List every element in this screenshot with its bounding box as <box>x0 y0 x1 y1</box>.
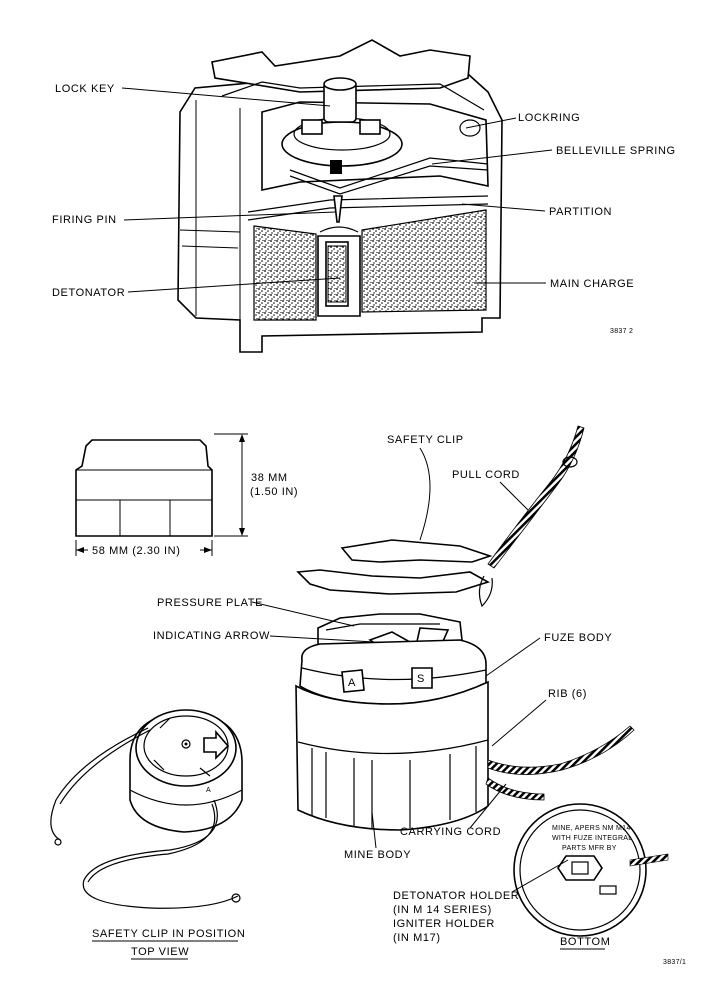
label-pressure-plate: PRESSURE PLATE <box>157 597 263 609</box>
label-rib: RIB (6) <box>548 688 587 700</box>
label-detonator: DETONATOR <box>52 287 125 299</box>
bottom-plate-line3: PARTS MFR BY <box>562 845 617 852</box>
marker-s: S <box>417 673 425 685</box>
label-safety-clip: SAFETY CLIP <box>387 434 464 446</box>
label-lock-key: LOCK KEY <box>55 83 115 95</box>
label-holder-line1: DETONATOR HOLDER <box>393 890 519 902</box>
label-lockring: LOCKRING <box>518 112 580 124</box>
main-callouts: SAFETY CLIP PULL CORD PRESSURE PLATE IND… <box>153 434 612 861</box>
label-fuze-body: FUZE BODY <box>544 632 612 644</box>
bottom-label: BOTTOM <box>560 936 610 948</box>
top-view-drawing <box>50 709 243 909</box>
label-main-charge: MAIN CHARGE <box>550 278 634 290</box>
bottom-plate-line1: MINE, APERS NM M14 <box>552 825 631 832</box>
bottom-callouts: DETONATOR HOLDER (IN M 14 SERIES) IGNITE… <box>393 859 569 944</box>
label-carrying-cord: CARRYING CORD <box>400 826 501 838</box>
label-holder-line2: (IN M 14 SERIES) <box>393 904 492 916</box>
top-view-marker-a: A <box>206 787 211 794</box>
dim-width: 58 MM (2.30 IN) <box>92 545 180 557</box>
cutaway-callouts: LOCK KEY LOCKRING BELLEVILLE SPRING FIRI… <box>52 83 676 335</box>
label-holder-line3: IGNITER HOLDER <box>393 918 495 930</box>
top-view-title-line2: TOP VIEW <box>131 946 189 958</box>
label-mine-body: MINE BODY <box>344 849 411 861</box>
bottom-view-drawing <box>513 803 669 937</box>
label-indicating-arrow: INDICATING ARROW <box>153 630 270 642</box>
label-belleville-spring: BELLEVILLE SPRING <box>556 145 676 157</box>
top-view-title-line1: SAFETY CLIP IN POSITION <box>92 928 245 940</box>
bottom-plate-line2: WITH FUZE INTEGRAL <box>552 835 632 842</box>
dimension-drawing <box>75 433 248 556</box>
label-pull-cord: PULL CORD <box>452 469 520 481</box>
cutaway-drawing <box>177 39 503 353</box>
label-firing-pin: FIRING PIN <box>52 214 117 226</box>
label-partition: PARTITION <box>549 206 612 218</box>
dim-height-mm: 38 MM <box>251 472 288 484</box>
marker-a: A <box>348 677 356 689</box>
figure-number-1: 3837 2 <box>610 328 633 335</box>
main-mine-drawing <box>295 425 635 831</box>
dim-height-in: (1.50 IN) <box>250 486 298 498</box>
label-holder-line4: (IN M17) <box>393 932 441 944</box>
figure-number-2: 3837/1 <box>663 959 686 966</box>
